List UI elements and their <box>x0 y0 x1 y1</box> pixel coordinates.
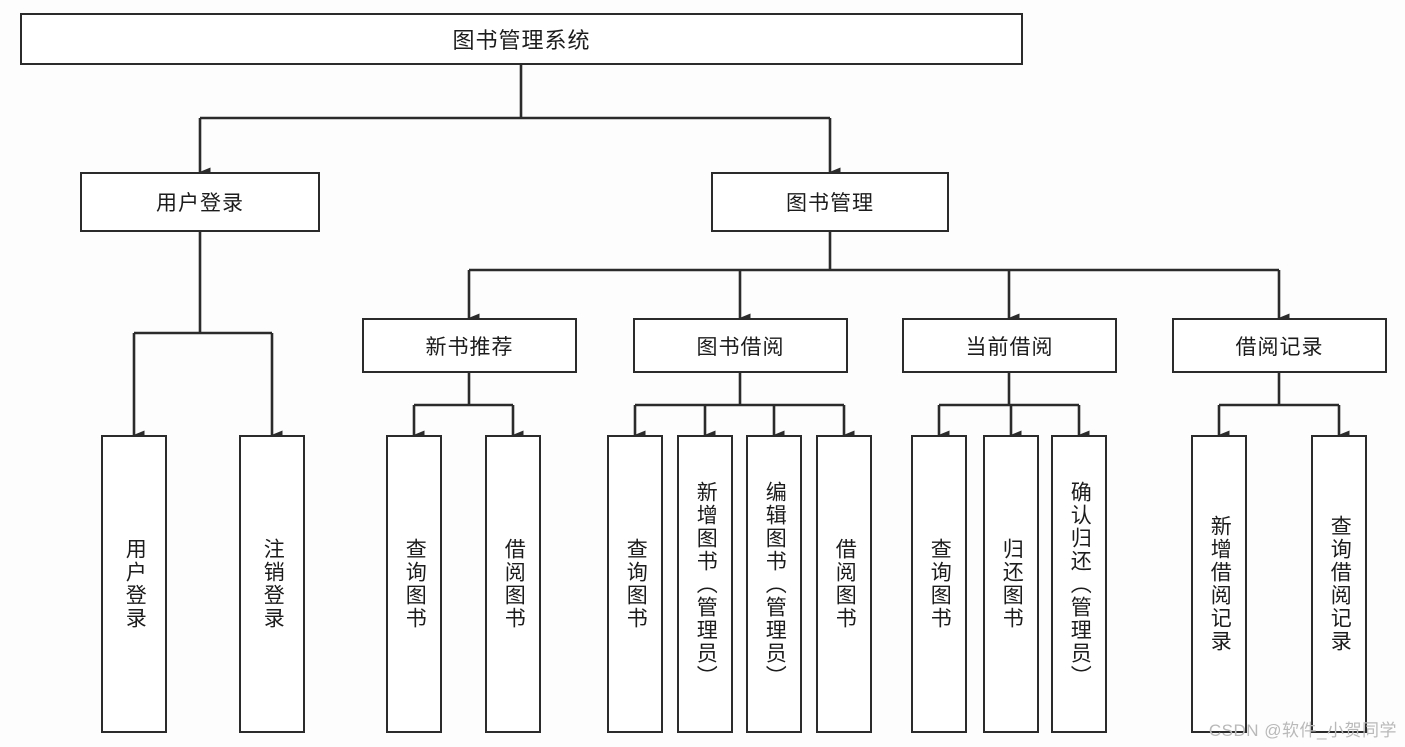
node-leaf-add-record[interactable]: 新增借阅记录 <box>1191 435 1247 733</box>
node-label: 新书推荐 <box>425 335 514 359</box>
node-leaf-query-book-2[interactable]: 查询图书 <box>607 435 663 733</box>
node-label: 查询图书 <box>403 538 427 630</box>
node-label: 借阅记录 <box>1235 335 1324 359</box>
node-leaf-edit-book[interactable]: 编辑图书（管理员） <box>746 435 802 733</box>
node-label: 用户登录 <box>156 192 244 215</box>
node-label: 新增图书（管理员） <box>694 480 718 688</box>
node-leaf-query-book-1[interactable]: 查询图书 <box>386 435 442 733</box>
node-label: 借阅图书 <box>502 538 526 630</box>
node-label: 借阅图书 <box>833 538 857 630</box>
node-label: 当前借阅 <box>965 335 1054 359</box>
node-leaf-query-book-3[interactable]: 查询图书 <box>911 435 967 733</box>
node-label: 图书借阅 <box>696 335 785 359</box>
node-label: 查询图书 <box>928 538 952 630</box>
node-label: 查询借阅记录 <box>1328 515 1352 653</box>
node-leaf-user-login[interactable]: 用户登录 <box>101 435 167 733</box>
node-label: 用户登录 <box>123 538 147 630</box>
node-user-login[interactable]: 用户登录 <box>80 172 320 232</box>
node-label: 查询图书 <box>624 538 648 630</box>
node-label: 注销登录 <box>261 538 285 630</box>
node-label: 图书管理系统 <box>452 28 591 53</box>
node-current-borrow[interactable]: 当前借阅 <box>902 318 1117 373</box>
node-leaf-borrow-book-1[interactable]: 借阅图书 <box>485 435 541 733</box>
node-label: 确认归还（管理员） <box>1068 480 1092 688</box>
node-label: 图书管理 <box>786 192 874 215</box>
node-new-book-recommend[interactable]: 新书推荐 <box>362 318 577 373</box>
node-label: 编辑图书（管理员） <box>763 480 787 688</box>
node-root[interactable]: 图书管理系统 <box>20 13 1023 65</box>
node-leaf-add-book[interactable]: 新增图书（管理员） <box>677 435 733 733</box>
node-leaf-query-record[interactable]: 查询借阅记录 <box>1311 435 1367 733</box>
node-label: 新增借阅记录 <box>1208 515 1232 653</box>
node-book-borrow[interactable]: 图书借阅 <box>633 318 848 373</box>
node-borrow-record[interactable]: 借阅记录 <box>1172 318 1387 373</box>
node-label: 归还图书 <box>1000 538 1024 630</box>
node-leaf-logout[interactable]: 注销登录 <box>239 435 305 733</box>
node-book-manage[interactable]: 图书管理 <box>711 172 949 232</box>
node-leaf-borrow-book-2[interactable]: 借阅图书 <box>816 435 872 733</box>
node-leaf-return-book[interactable]: 归还图书 <box>983 435 1039 733</box>
csdn-watermark: CSDN @软件_小贺同学 <box>1208 721 1397 740</box>
node-leaf-confirm-return[interactable]: 确认归还（管理员） <box>1051 435 1107 733</box>
